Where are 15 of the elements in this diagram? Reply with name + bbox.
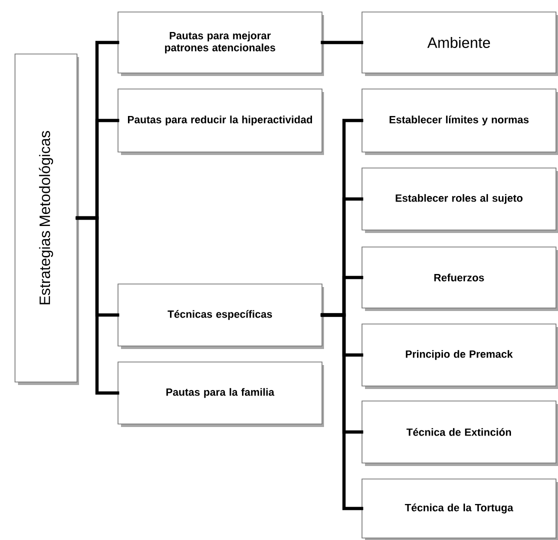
connector xyxy=(76,216,120,395)
technique-box: Refuerzos xyxy=(362,246,558,311)
strategy-box: Pautas para mejorar patrones atencionales xyxy=(118,12,324,76)
title-box: Estrategias Metodológicas xyxy=(14,54,79,385)
technique-box: Establecer roles al sujeto xyxy=(362,168,558,233)
technique-box: Técnica de Extinción xyxy=(362,400,558,466)
technique-box: Ambiente xyxy=(362,12,558,76)
technique-box: Principio de Premack xyxy=(362,324,558,389)
technique-box: Técnica de la Tortuga xyxy=(362,478,558,540)
connector xyxy=(320,40,364,44)
strategy-box: Pautas para reducir la hiperactividad xyxy=(118,88,324,155)
connector xyxy=(320,313,364,510)
strategy-box: Pautas para la familia xyxy=(118,362,324,427)
strategy-box: Técnicas específicas xyxy=(118,284,324,349)
technique-box: Establecer límites y normas xyxy=(362,88,558,155)
